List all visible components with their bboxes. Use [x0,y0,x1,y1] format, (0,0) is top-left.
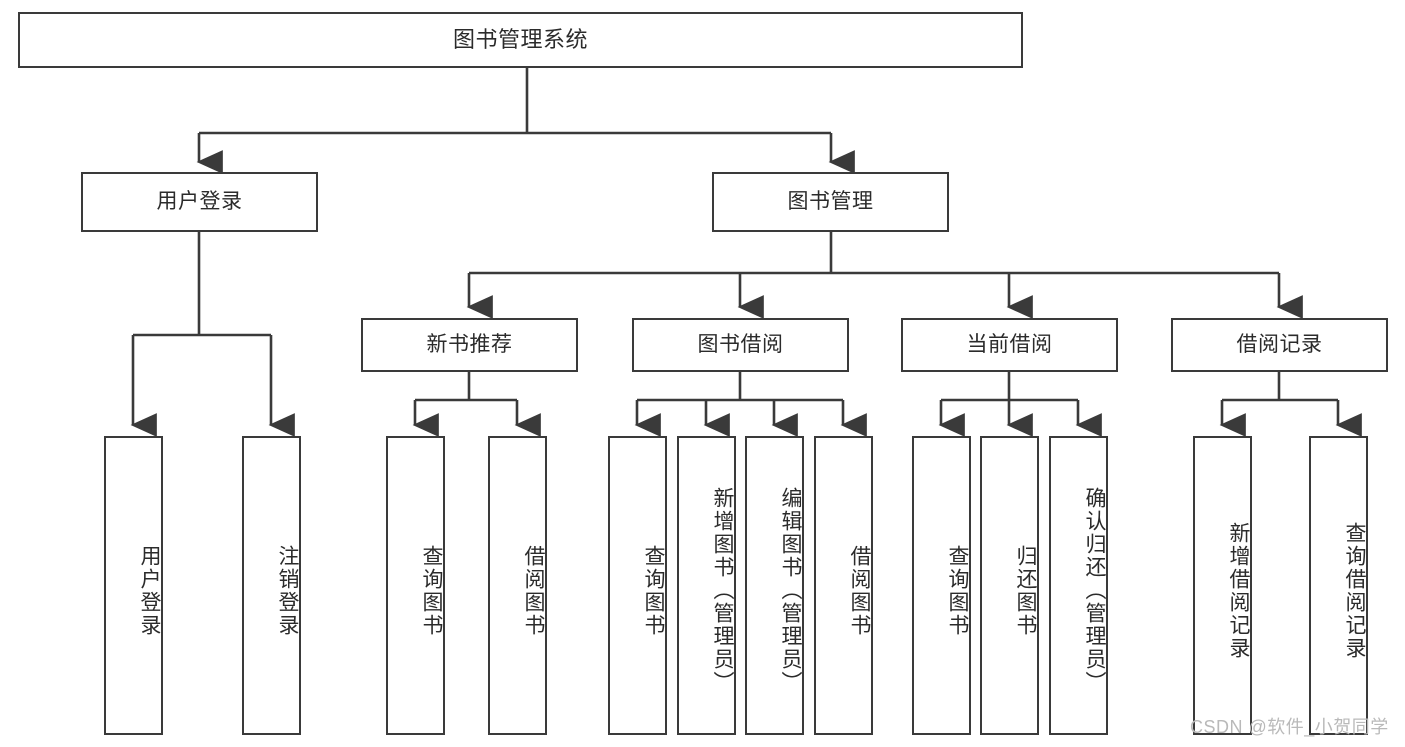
node-leaf-add-book[interactable]: 新增图书（管理员） [677,436,736,735]
node-leaf-logout-label: 注销登录 [276,544,299,637]
node-new-book-recommend[interactable]: 新书推荐 [361,318,578,372]
node-leaf-query-book-borrow-label: 查询图书 [642,544,665,637]
node-leaf-edit-book-label: 编辑图书（管理员） [779,487,802,694]
node-leaf-borrow-book[interactable]: 借阅图书 [814,436,873,735]
node-leaf-query-borrow-record-label: 查询借阅记录 [1343,521,1366,660]
csdn-watermark: CSDN @软件_小贺同学 [1190,717,1389,737]
node-leaf-query-book-new[interactable]: 查询图书 [386,436,445,735]
node-leaf-logout[interactable]: 注销登录 [242,436,301,735]
node-leaf-query-borrow-record[interactable]: 查询借阅记录 [1309,436,1368,735]
node-leaf-return-book[interactable]: 归还图书 [980,436,1039,735]
node-leaf-borrow-book-new[interactable]: 借阅图书 [488,436,547,735]
node-leaf-confirm-return[interactable]: 确认归还（管理员） [1049,436,1108,735]
node-leaf-add-borrow-record[interactable]: 新增借阅记录 [1193,436,1252,735]
node-leaf-query-book-borrow[interactable]: 查询图书 [608,436,667,735]
node-leaf-confirm-return-label: 确认归还（管理员） [1083,487,1106,694]
node-root-system[interactable]: 图书管理系统 [18,12,1023,68]
node-borrow-record-label: 借阅记录 [1236,332,1323,356]
node-new-book-recommend-label: 新书推荐 [426,332,513,356]
node-current-borrow-label: 当前借阅 [966,332,1053,356]
node-leaf-edit-book[interactable]: 编辑图书（管理员） [745,436,804,735]
node-leaf-user-login[interactable]: 用户登录 [104,436,163,735]
node-root-system-label: 图书管理系统 [452,27,588,53]
node-leaf-query-book-current-label: 查询图书 [946,544,969,637]
node-book-borrow[interactable]: 图书借阅 [632,318,849,372]
node-book-management[interactable]: 图书管理 [712,172,949,232]
node-user-login[interactable]: 用户登录 [81,172,318,232]
node-current-borrow[interactable]: 当前借阅 [901,318,1118,372]
node-user-login-label: 用户登录 [156,189,243,213]
node-borrow-record[interactable]: 借阅记录 [1171,318,1388,372]
node-leaf-query-book-current[interactable]: 查询图书 [912,436,971,735]
node-book-borrow-label: 图书借阅 [697,332,784,356]
node-leaf-borrow-book-new-label: 借阅图书 [522,544,545,637]
node-leaf-return-book-label: 归还图书 [1014,544,1037,637]
node-book-management-label: 图书管理 [787,189,874,213]
node-leaf-add-book-label: 新增图书（管理员） [711,487,734,694]
node-leaf-borrow-book-label: 借阅图书 [848,544,871,637]
node-leaf-add-borrow-record-label: 新增借阅记录 [1227,521,1250,660]
node-leaf-query-book-new-label: 查询图书 [420,544,443,637]
node-leaf-user-login-label: 用户登录 [138,544,161,637]
